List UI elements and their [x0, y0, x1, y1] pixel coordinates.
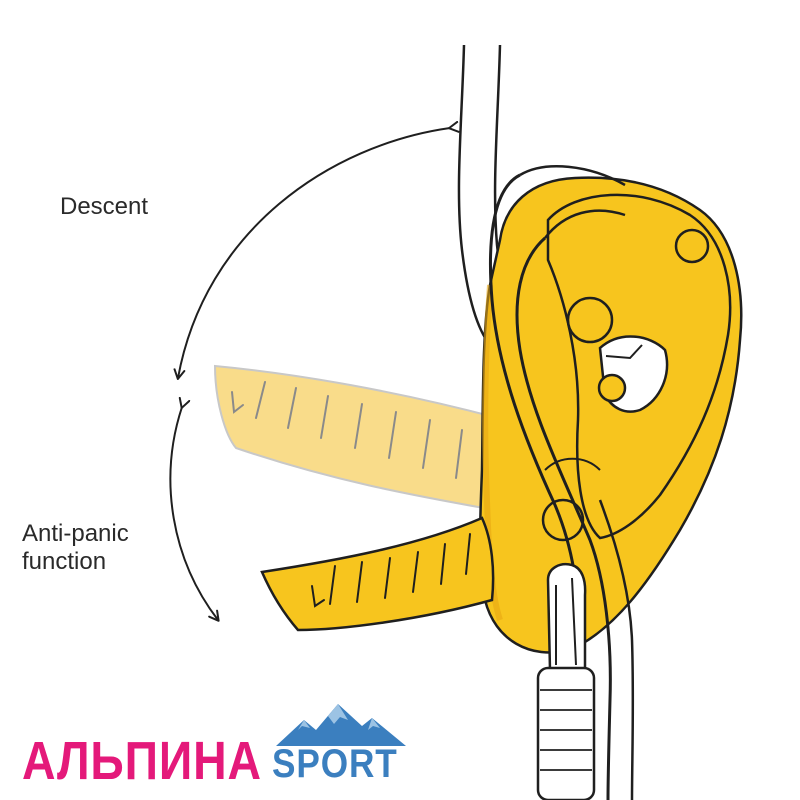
anti-panic-label: Anti-panic function [22, 520, 129, 576]
handle-anti-panic-position [260, 516, 495, 632]
handle-descent-position [213, 364, 500, 512]
anti-panic-arrow-icon [169, 396, 220, 622]
descent-arrow-icon [173, 120, 460, 380]
anti-panic-label-line2: function [22, 548, 107, 575]
carabiner [536, 563, 596, 800]
device-body [478, 176, 743, 654]
anti-panic-label-line1: Anti-panic [22, 520, 129, 547]
descent-label: Descent [60, 193, 149, 220]
logo-wordmark-cyrillic: АЛЬПИНА [22, 731, 262, 791]
logo-wordmark-sport: SPORT [272, 742, 398, 786]
brand-logo: АЛЬПИНА SPORT [14, 700, 406, 795]
mountain-peaks-icon [276, 704, 406, 746]
